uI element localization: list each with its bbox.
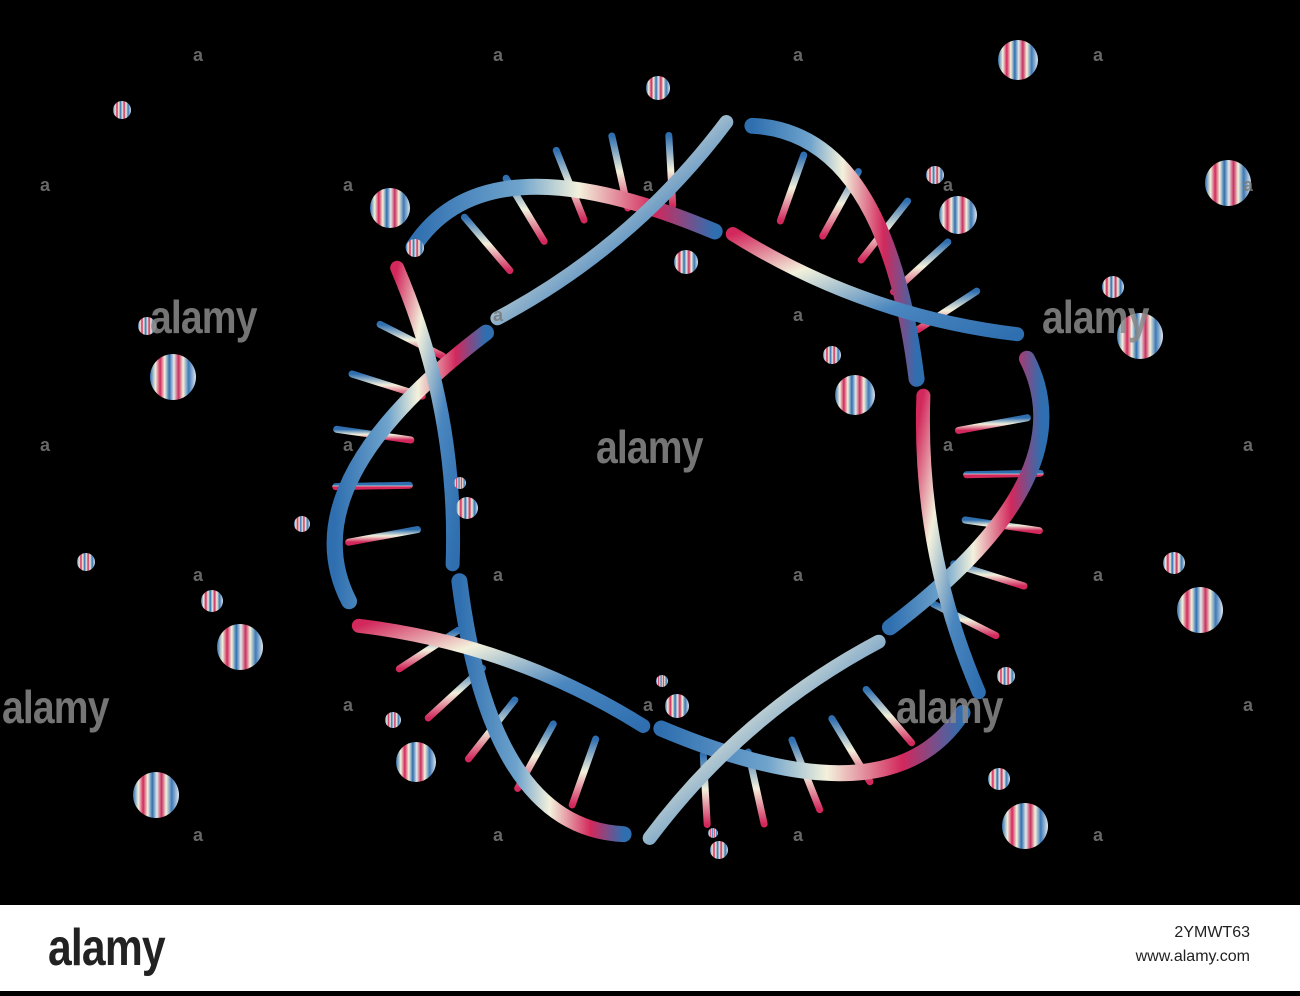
watermark-small-mark: a <box>493 305 503 325</box>
watermark-small-mark: a <box>343 175 353 195</box>
watermark-small-mark: a <box>40 175 50 195</box>
bubble <box>1002 803 1048 849</box>
bubble <box>997 667 1015 685</box>
watermark-text: alamy <box>1042 291 1149 343</box>
bubble <box>385 712 401 728</box>
bubble <box>454 477 466 489</box>
watermark-small-mark: a <box>493 565 503 585</box>
watermark-small-mark: a <box>193 565 203 585</box>
watermark-small-mark: a <box>193 825 203 845</box>
bubble <box>1117 313 1163 359</box>
bubble <box>926 166 944 184</box>
watermark-small-mark: a <box>943 435 953 455</box>
bubble <box>674 250 698 274</box>
helix-strand <box>490 115 734 326</box>
watermark-small-mark: a <box>793 825 803 845</box>
bubble <box>835 375 875 415</box>
image-id: 2YMWT63 <box>1174 924 1250 941</box>
bubble <box>133 772 179 818</box>
footer-logo: alamy <box>48 919 166 977</box>
helix-segment <box>881 350 1050 700</box>
helix-segment <box>326 260 495 610</box>
helix-rung <box>460 213 514 275</box>
dna-helix-ring <box>326 115 1050 845</box>
bubble <box>939 196 977 234</box>
bubble <box>1205 160 1251 206</box>
watermark-small-mark: a <box>793 305 803 325</box>
footer-bar <box>0 905 1300 991</box>
watermark-text: alamy <box>2 681 109 733</box>
bubble <box>708 828 718 838</box>
watermark-small-mark: a <box>343 435 353 455</box>
bubble <box>294 516 310 532</box>
helix-rung <box>862 685 916 747</box>
watermark-text: alamy <box>596 421 703 473</box>
bubble <box>998 40 1038 80</box>
watermark-small-mark: a <box>40 435 50 455</box>
watermark-small-mark: a <box>1243 175 1253 195</box>
helix-segment <box>405 115 734 326</box>
helix-rung <box>954 414 1031 434</box>
helix-strand <box>642 634 886 845</box>
watermark-small-mark: a <box>343 695 353 715</box>
bubble <box>823 346 841 364</box>
watermark-small-mark: a <box>1093 565 1103 585</box>
helix-segment <box>351 573 651 843</box>
bubble <box>646 76 670 100</box>
watermark-small-mark: a <box>643 695 653 715</box>
bubble <box>710 841 728 859</box>
watermark-small-mark: a <box>1093 825 1103 845</box>
helix-strand <box>390 260 461 572</box>
watermark-small-mark: a <box>793 45 803 65</box>
helix-strand <box>351 618 651 733</box>
bubbles <box>77 40 1251 859</box>
bubble <box>138 317 156 335</box>
watermark-small-mark: a <box>643 175 653 195</box>
helix-strand <box>725 227 1025 342</box>
bubble <box>396 742 436 782</box>
bubble <box>1102 276 1124 298</box>
bubble <box>77 553 95 571</box>
bubble <box>201 590 223 612</box>
watermark-small-mark: a <box>943 175 953 195</box>
bubble <box>1177 587 1223 633</box>
watermark-small-mark: a <box>193 45 203 65</box>
bubble <box>113 101 131 119</box>
watermark-small-mark: a <box>1243 435 1253 455</box>
bubble <box>370 188 410 228</box>
watermark-text: alamy <box>150 291 257 343</box>
helix-strand <box>915 388 986 700</box>
bubble <box>1163 552 1185 574</box>
bubble <box>656 675 668 687</box>
helix-rung <box>345 526 422 546</box>
helix-rung <box>568 735 600 809</box>
watermark-small-mark: a <box>1243 695 1253 715</box>
bubble <box>150 354 196 400</box>
watermark-small-mark: a <box>493 45 503 65</box>
helix-segment <box>642 634 971 845</box>
bubble <box>456 497 478 519</box>
bubble <box>406 239 424 257</box>
helix-rung <box>776 151 808 225</box>
helix-segment <box>725 117 1025 387</box>
watermark-small-mark: a <box>1093 45 1103 65</box>
bubble <box>988 768 1010 790</box>
footer-url: www.alamy.com <box>1135 948 1250 965</box>
watermark-small-mark: a <box>493 825 503 845</box>
bubble <box>665 694 689 718</box>
watermark-small-mark: a <box>793 565 803 585</box>
watermark-text: alamy <box>896 681 1003 733</box>
bubble <box>217 624 263 670</box>
